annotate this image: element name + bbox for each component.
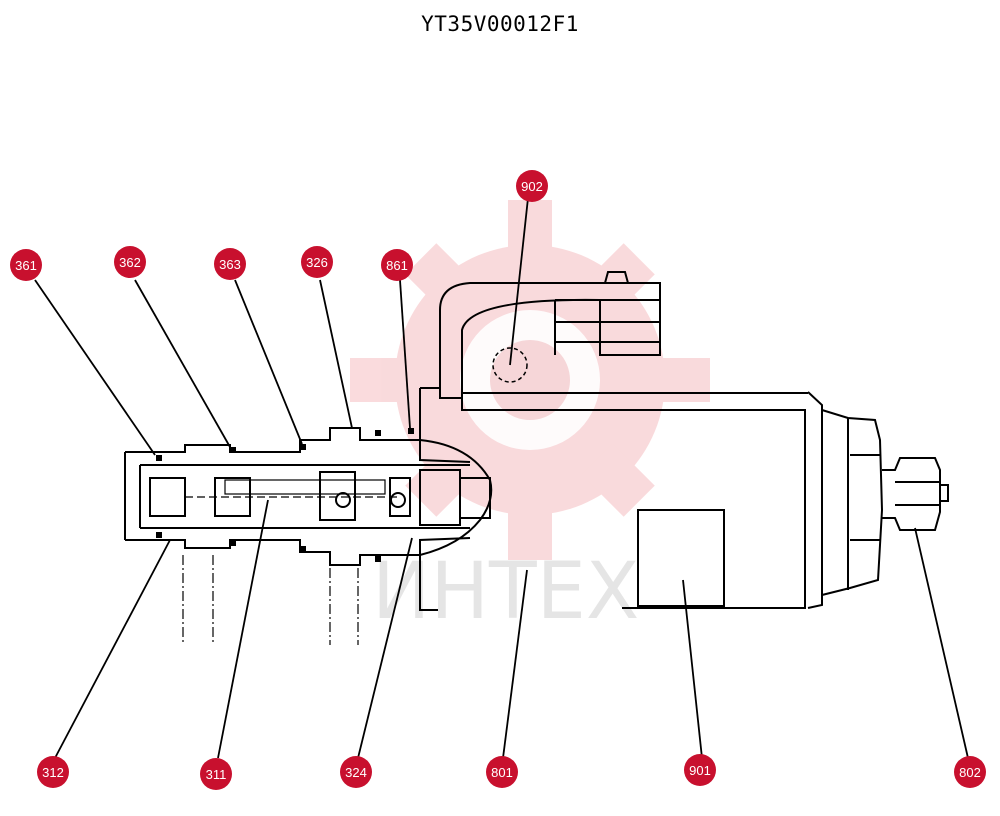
watermark-inner-icon [460,310,600,450]
callout-label: 801 [491,765,513,780]
callout-312: 312 [37,756,69,788]
callout-363: 363 [214,248,246,280]
callout-label: 902 [521,179,543,194]
callout-802: 802 [954,756,986,788]
drawing-title: YT35V00012F1 [421,12,579,36]
callout-label: 901 [689,763,711,778]
valve-assembly [124,271,949,645]
callout-label: 362 [119,255,141,270]
callout-label: 363 [219,257,241,272]
callout-label: 311 [206,767,227,782]
callout-861: 861 [381,249,413,281]
callout-label: 861 [386,258,408,273]
callout-label: 312 [42,765,64,780]
callout-362: 362 [114,246,146,278]
callout-902: 902 [516,170,548,202]
callout-label: 361 [15,258,37,273]
callout-326: 326 [301,246,333,278]
callout-901: 901 [684,754,716,786]
watermark-text: ИНТЕХ [372,547,639,637]
callout-311: 311 [200,758,232,790]
leader-lines [34,197,969,759]
callout-361: 361 [10,249,42,281]
callout-label: 802 [959,765,981,780]
callout-801: 801 [486,756,518,788]
callout-label: 324 [345,765,367,780]
callout-324: 324 [340,756,372,788]
callout-label: 326 [306,255,328,270]
